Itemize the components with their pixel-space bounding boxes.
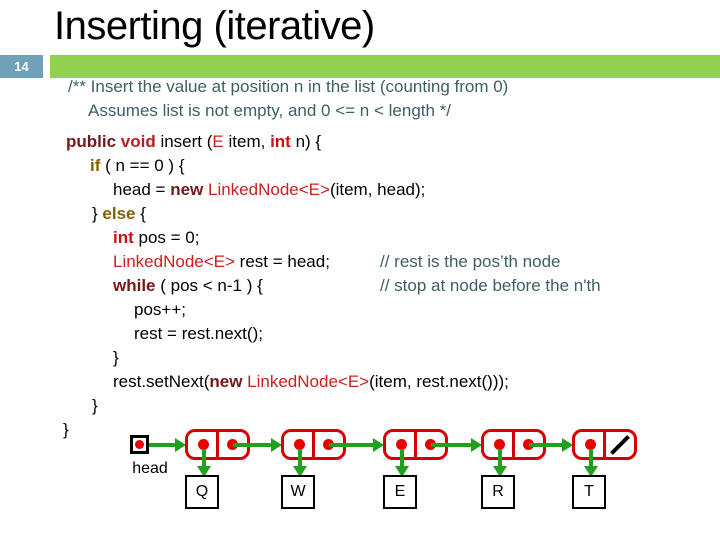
code-segment: } — [113, 348, 119, 367]
code-segment: rest.setNext( — [113, 372, 210, 391]
code-segment: E — [212, 132, 224, 151]
code-line: pos++; — [134, 299, 186, 321]
data-arrow-arrowhead — [584, 466, 598, 477]
code-line: int pos = 0; — [113, 227, 199, 249]
head-pointer-dot — [135, 440, 144, 449]
code-line: LinkedNode<E> rest = head; — [113, 251, 330, 273]
head-label: head — [132, 460, 168, 477]
value-box: T — [572, 475, 606, 509]
code-segment: (item, rest.next())); — [369, 372, 509, 391]
code-line: rest.setNext(new LinkedNode<E>(item, res… — [113, 371, 509, 393]
code-line: if ( n == 0 ) { — [90, 155, 185, 177]
code-segment: LinkedNode<E> — [208, 180, 330, 199]
code-segment: { — [135, 204, 146, 223]
data-arrow-arrowhead — [493, 466, 507, 477]
code-segment: /** Insert the value at position n in th… — [68, 77, 509, 96]
node-data-dot — [494, 439, 505, 450]
next-arrow — [431, 443, 472, 447]
code-segment: LinkedNode<E> — [113, 252, 235, 271]
node-next-dot — [425, 439, 436, 450]
node-next-dot — [323, 439, 334, 450]
data-arrow — [298, 449, 302, 467]
data-arrow-arrowhead — [293, 466, 307, 477]
next-arrow-arrowhead — [562, 438, 573, 452]
next-arrow-arrowhead — [271, 438, 282, 452]
code-line: } — [113, 347, 119, 369]
code-segment: LinkedNode<E> — [247, 372, 370, 391]
code-segment: pos++; — [134, 300, 186, 319]
code-line: while ( pos < n-1 ) { — [113, 275, 263, 297]
code-line: rest = rest.next(); — [134, 323, 263, 345]
next-arrow — [233, 443, 272, 447]
code-segment: (item, head); — [329, 180, 426, 199]
code-line: } — [92, 395, 98, 417]
node-next-dot — [227, 439, 238, 450]
title-underline-bar — [50, 55, 720, 78]
code-segment: } — [92, 204, 103, 223]
value-box: W — [281, 475, 315, 509]
node-divider — [215, 432, 219, 457]
code-line: } — [63, 419, 69, 441]
next-arrow-arrowhead — [471, 438, 482, 452]
code-segment: Assumes list is not empty, and 0 <= n < … — [88, 101, 452, 120]
next-arrow — [529, 443, 563, 447]
code-line: head = new LinkedNode<E>(item, head); — [113, 179, 425, 201]
data-arrow-arrowhead — [197, 466, 211, 477]
code-segment: ( pos < n-1 ) { — [155, 276, 263, 295]
code-segment: if — [90, 156, 101, 175]
value-box: E — [383, 475, 417, 509]
code-segment: insert ( — [160, 132, 213, 151]
code-segment: int — [113, 228, 134, 247]
code-segment: public — [66, 132, 121, 151]
node-data-dot — [396, 439, 407, 450]
code-segment: pos = 0; — [133, 228, 200, 247]
node-next-dot — [523, 439, 534, 450]
code-line: /** Insert the value at position n in th… — [68, 76, 508, 98]
value-box: R — [481, 475, 515, 509]
data-arrow — [400, 449, 404, 467]
slide-number-badge: 14 — [0, 55, 43, 78]
node-divider — [602, 432, 606, 457]
null-slash-icon — [610, 434, 630, 455]
code-segment: new — [209, 372, 243, 391]
head-next-arrow — [149, 443, 176, 447]
code-segment: } — [92, 396, 98, 415]
code-segment: rest = head; — [234, 252, 330, 271]
node-divider — [311, 432, 315, 457]
node-divider — [413, 432, 417, 457]
data-arrow — [202, 449, 206, 467]
page-title: Inserting (iterative) — [54, 4, 375, 48]
data-arrow — [589, 449, 593, 467]
code-line: public void insert (E item, int n) { — [66, 131, 321, 153]
head-next-arrow-arrowhead — [175, 438, 186, 452]
code-segment: new — [170, 180, 204, 199]
data-arrow — [498, 449, 502, 467]
code-segment: else — [102, 204, 136, 223]
node-divider — [511, 432, 515, 457]
code-inline-comment: // stop at node before the n'th — [380, 276, 601, 295]
code-line: Assumes list is not empty, and 0 <= n < … — [88, 100, 451, 122]
code-line: } else { — [92, 203, 146, 225]
value-box: Q — [185, 475, 219, 509]
data-arrow-arrowhead — [395, 466, 409, 477]
next-arrow — [329, 443, 374, 447]
linked-list-node — [572, 429, 637, 460]
code-segment: int — [270, 132, 291, 151]
code-segment: } — [63, 420, 69, 439]
code-segment: n) { — [290, 132, 322, 151]
code-segment: rest = rest.next(); — [134, 324, 263, 343]
next-arrow-arrowhead — [373, 438, 384, 452]
node-data-dot — [294, 439, 305, 450]
code-segment: item, — [223, 132, 271, 151]
code-segment: head = — [113, 180, 171, 199]
code-segment: while — [113, 276, 156, 295]
node-data-dot — [198, 439, 209, 450]
code-segment: ( n == 0 ) { — [100, 156, 185, 175]
head-pointer-box — [130, 435, 149, 454]
code-inline-comment: // rest is the pos’th node — [380, 252, 561, 271]
code-segment: void — [120, 132, 161, 151]
node-data-dot — [585, 439, 596, 450]
